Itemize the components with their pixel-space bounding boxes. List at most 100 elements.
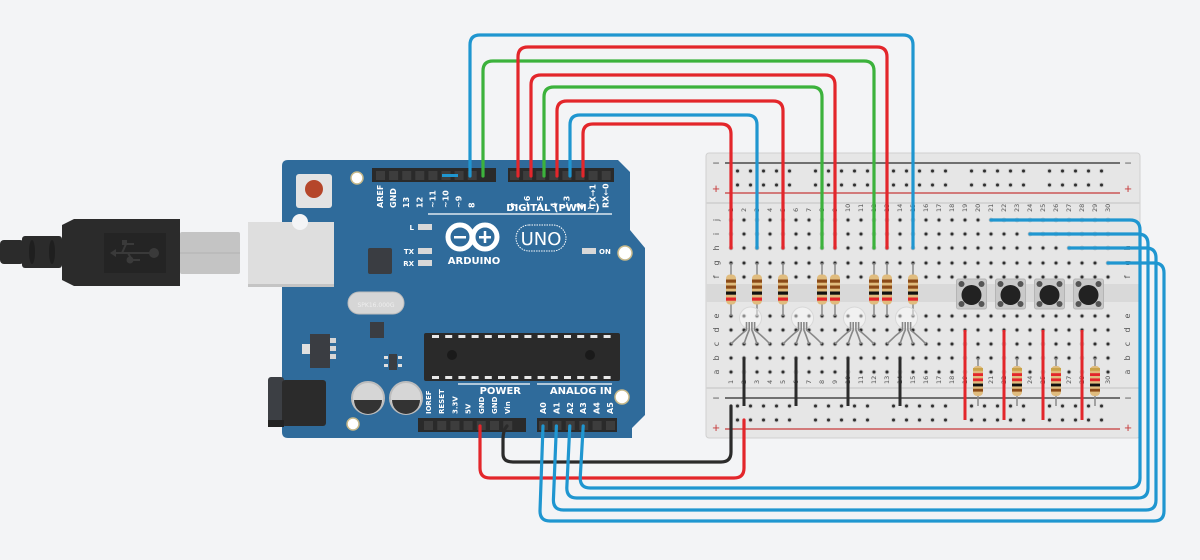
- pushbutton-corner: [958, 281, 965, 287]
- column-number: 17: [935, 376, 943, 384]
- wire-a2[interactable]: [565, 232, 1150, 500]
- wire-pin-2[interactable]: [581, 122, 733, 250]
- pin-socket[interactable]: [575, 171, 585, 180]
- pulldown-resistor[interactable]: [973, 358, 983, 406]
- column-number: 15: [909, 376, 917, 384]
- pin-socket[interactable]: [467, 171, 477, 180]
- rail-hole-center: [1100, 169, 1103, 173]
- wire-pin-10[interactable]: [468, 33, 915, 250]
- wire-pin-9[interactable]: [481, 59, 876, 250]
- wire-pin-5[interactable]: [542, 85, 824, 250]
- breadboard-hole-center: [820, 370, 824, 374]
- wires[interactable]: [468, 33, 1166, 523]
- breadboard-hole-center: [911, 356, 915, 360]
- pin-socket[interactable]: [536, 171, 546, 180]
- breadboard-hole-center: [1028, 314, 1032, 318]
- pin-socket[interactable]: [463, 421, 473, 430]
- wire-a3[interactable]: [578, 218, 1142, 490]
- led-resistor[interactable]: [869, 263, 879, 316]
- pin-socket[interactable]: [428, 171, 438, 180]
- breadboard-hole-center: [1106, 275, 1110, 279]
- rgb-led[interactable]: [886, 306, 927, 345]
- resistor-band: [817, 297, 827, 301]
- wire-gnd[interactable]: [501, 404, 733, 464]
- mounting-hole: [292, 214, 308, 230]
- rgb-led[interactable]: [782, 306, 823, 345]
- pin-socket[interactable]: [549, 171, 559, 180]
- usb-cable[interactable]: [0, 219, 240, 286]
- wire-5v[interactable]: [478, 418, 746, 480]
- mcu-pin: [498, 335, 505, 338]
- breadboard-hole-center: [807, 246, 811, 250]
- mcu-pin: [524, 335, 532, 338]
- digital-header-right: [508, 168, 614, 182]
- breadboard-hole-center: [1028, 328, 1032, 332]
- led-resistor[interactable]: [882, 263, 892, 316]
- led-resistor[interactable]: [817, 263, 827, 316]
- breadboard-hole-center: [1028, 370, 1032, 374]
- pulldown-resistor[interactable]: [1051, 358, 1061, 406]
- pushbutton[interactable]: [1073, 278, 1104, 310]
- led-resistor[interactable]: [778, 263, 788, 316]
- wire-a0[interactable]: [538, 261, 1166, 523]
- resistor-band: [882, 297, 892, 301]
- column-number: 16: [922, 376, 930, 384]
- pushbutton[interactable]: [995, 278, 1026, 310]
- led-resistor[interactable]: [726, 263, 736, 316]
- pin-socket[interactable]: [415, 171, 425, 180]
- pushbutton-corner: [1036, 301, 1043, 307]
- rail-hole-center: [840, 169, 843, 173]
- pin-socket[interactable]: [606, 421, 615, 430]
- pin-socket[interactable]: [402, 171, 412, 180]
- pin-socket[interactable]: [424, 421, 433, 430]
- led-resistor[interactable]: [830, 263, 840, 316]
- breadboard-hole-center: [976, 328, 980, 332]
- wire-pin-4[interactable]: [555, 99, 785, 250]
- led-resistor[interactable]: [908, 263, 918, 316]
- pin-socket[interactable]: [601, 171, 611, 180]
- pulldown-resistor[interactable]: [1090, 358, 1100, 406]
- pin-socket[interactable]: [523, 171, 533, 180]
- breadboard-hole-center: [1093, 314, 1097, 318]
- pin-socket[interactable]: [510, 171, 519, 180]
- row-letter: b: [712, 355, 721, 360]
- breadboard-hole-center: [963, 246, 967, 250]
- pin-socket[interactable]: [450, 421, 460, 430]
- pin-socket[interactable]: [592, 421, 602, 430]
- row-letter: f: [712, 275, 721, 278]
- wire-a1[interactable]: [551, 246, 1158, 512]
- rail-hole-center: [944, 169, 947, 173]
- wire-pin-3[interactable]: [568, 113, 759, 250]
- pin-socket[interactable]: [588, 171, 598, 180]
- pushbutton[interactable]: [1034, 278, 1065, 310]
- breadboard-components[interactable]: [726, 263, 1104, 420]
- rail-hole-center: [1087, 169, 1090, 173]
- column-number: 13: [883, 376, 891, 384]
- wire-pin-6[interactable]: [529, 73, 837, 250]
- led-resistor[interactable]: [752, 263, 762, 316]
- pin-socket[interactable]: [562, 171, 572, 180]
- column-number: 7: [805, 380, 813, 384]
- rgb-led-dome: [843, 306, 866, 330]
- pin-socket[interactable]: [454, 171, 464, 180]
- pin-socket[interactable]: [437, 421, 447, 430]
- rgb-led[interactable]: [730, 306, 771, 345]
- rail-hole-center: [996, 169, 999, 173]
- rail-hole-center: [827, 183, 830, 187]
- rgb-led-dome: [791, 306, 814, 330]
- breadboard-hole-center: [807, 218, 811, 222]
- breadboard-hole-center: [1054, 314, 1058, 318]
- pin-socket[interactable]: [376, 171, 385, 180]
- pin-socket[interactable]: [389, 171, 399, 180]
- pulldown-resistor[interactable]: [1012, 358, 1022, 406]
- pin-label: 7: [510, 202, 519, 208]
- pushbutton[interactable]: [956, 278, 987, 310]
- breadboard-hole-center: [963, 218, 967, 222]
- pin-socket[interactable]: [490, 421, 499, 430]
- wire-pin-7[interactable]: [516, 45, 889, 250]
- breadboard-hole-center: [742, 246, 746, 250]
- rgb-led[interactable]: [834, 306, 875, 345]
- reset-button[interactable]: [296, 174, 332, 208]
